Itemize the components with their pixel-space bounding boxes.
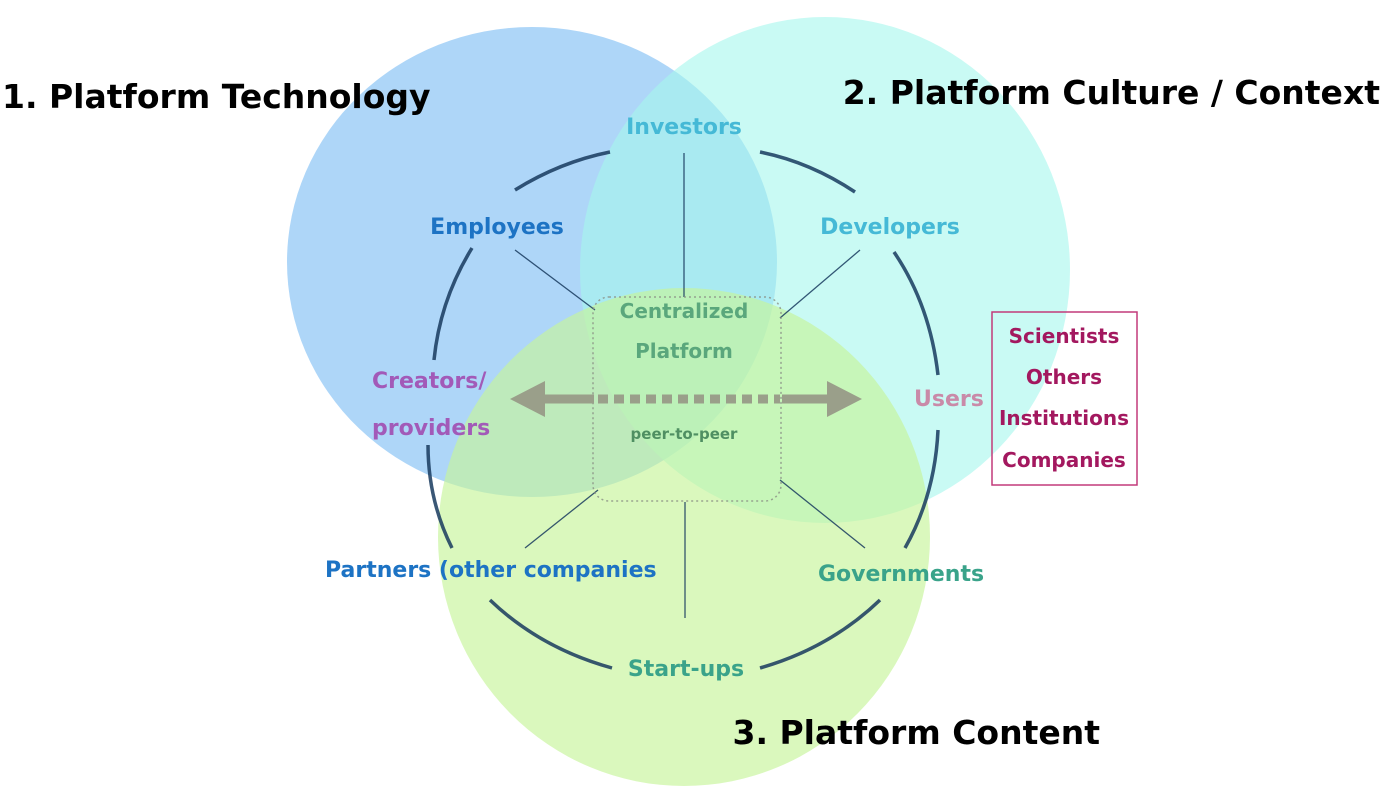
user-type-institutions: Institutions: [999, 406, 1129, 430]
node-creators-line1: Creators/: [372, 369, 487, 394]
arrow-head-left: [510, 381, 545, 417]
node-employees: Employees: [430, 215, 564, 240]
ring-arc: [426, 444, 454, 549]
ring-arc: [432, 247, 474, 361]
user-types-box: [991, 311, 1138, 486]
central-platform-box: [592, 296, 782, 502]
title-platform-technology: 1. Platform Technology: [2, 77, 431, 116]
title-platform-culture: 2. Platform Culture / Context: [843, 73, 1381, 112]
node-governments: Governments: [818, 562, 984, 587]
spoke-developers: [779, 249, 861, 319]
arrow-head-right: [827, 381, 862, 417]
ring-arc: [892, 251, 940, 376]
spoke-governments: [779, 479, 866, 549]
node-partners: Partners (other companies: [325, 558, 657, 583]
central-platform-label-line1: Centralized: [620, 299, 749, 323]
ring-arc: [759, 598, 882, 670]
title-platform-content: 3. Platform Content: [732, 713, 1100, 752]
spoke-partners: [524, 489, 599, 549]
spokes: [514, 153, 866, 618]
spoke-employees: [514, 249, 596, 311]
content-circle: [438, 288, 930, 786]
node-startups: Start-ups: [628, 657, 744, 682]
node-developers: Developers: [820, 215, 960, 240]
ring-arc: [759, 150, 856, 194]
user-type-companies: Companies: [1002, 448, 1126, 472]
ring-arc: [514, 150, 611, 192]
ring-arc: [488, 598, 613, 670]
ring-arc: [903, 429, 940, 549]
node-investors: Investors: [626, 115, 742, 140]
peer-to-peer-arrow: [510, 381, 862, 417]
user-type-others: Others: [1026, 365, 1102, 389]
node-users: Users: [914, 387, 984, 412]
user-type-scientists: Scientists: [1009, 324, 1120, 348]
node-creators-line2: providers: [372, 416, 490, 441]
stakeholder-ring: [426, 150, 940, 670]
central-platform-label-line2: Platform: [635, 339, 733, 363]
peer-to-peer-label: peer-to-peer: [631, 425, 738, 443]
